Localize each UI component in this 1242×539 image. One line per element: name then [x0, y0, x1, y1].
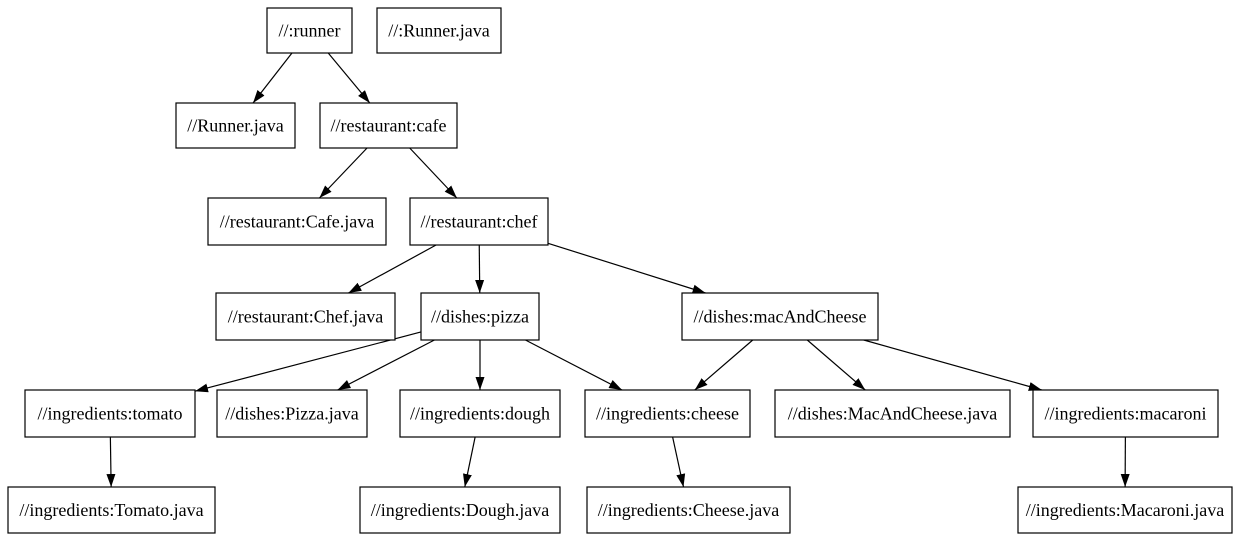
node-box-runner	[266, 7, 353, 54]
node-box-root-runner-java	[376, 7, 502, 54]
edge-dough-to-dough-java	[462, 436, 476, 488]
node-box-dough	[399, 389, 561, 438]
edge-chef-to-chef-java	[348, 244, 437, 294]
node-box-macaroni	[1032, 389, 1219, 438]
node-pizza: //dishes:pizza	[420, 292, 540, 341]
edge-pizza-to-tomato	[194, 331, 422, 393]
node-dough-java: //ingredients:Dough.java	[359, 486, 561, 534]
node-box-pizza-java	[216, 389, 368, 438]
edge-mac-and-cheese-to-cheese	[694, 339, 754, 391]
edge-chef-to-mac-and-cheese	[547, 242, 706, 294]
edge-runner-to-runner-java	[252, 52, 293, 104]
node-macaroni-java: //ingredients:Macaroni.java	[1017, 486, 1233, 534]
node-box-cafe	[319, 102, 458, 149]
node-label-macaroni-java: //ingredients:Macaroni.java	[1026, 500, 1224, 520]
node-box-chef-java	[215, 292, 396, 341]
node-label-cafe: //restaurant:cafe	[331, 116, 447, 136]
node-tomato-java: //ingredients:Tomato.java	[7, 486, 216, 534]
node-box-cheese	[584, 389, 751, 438]
node-mac-and-cheese: //dishes:macAndCheese	[681, 292, 879, 341]
edge-cafe-to-cafe-java	[318, 147, 368, 199]
node-box-runner-java	[175, 102, 296, 149]
node-label-mac-and-cheese: //dishes:macAndCheese	[694, 307, 867, 327]
edge-pizza-to-cheese	[525, 339, 623, 391]
node-label-pizza-java: //dishes:Pizza.java	[225, 404, 358, 424]
node-runner-java: //Runner.java	[175, 102, 296, 149]
node-label-runner-java: //Runner.java	[187, 116, 283, 136]
node-box-tomato	[24, 389, 196, 438]
node-macaroni: //ingredients:macaroni	[1032, 389, 1219, 438]
edge-tomato-to-tomato-java	[106, 436, 116, 488]
edge-mac-and-cheese-to-macaroni	[863, 339, 1042, 391]
edge-cheese-to-cheese-java	[672, 436, 686, 488]
node-label-dough: //ingredients:dough	[410, 404, 550, 424]
node-pizza-java: //dishes:Pizza.java	[216, 389, 368, 438]
node-label-chef: //restaurant:chef	[421, 212, 538, 232]
edge-runner-to-cafe	[327, 52, 371, 104]
node-label-tomato-java: //ingredients:Tomato.java	[19, 500, 203, 520]
node-box-cafe-java	[207, 197, 387, 246]
edge-mac-and-cheese-to-mac-and-cheese-java	[806, 339, 866, 391]
node-chef-java: //restaurant:Chef.java	[215, 292, 396, 341]
node-cheese: //ingredients:cheese	[584, 389, 751, 438]
node-label-cheese: //ingredients:cheese	[596, 404, 739, 424]
node-cheese-java: //ingredients:Cheese.java	[586, 486, 791, 534]
node-label-chef-java: //restaurant:Chef.java	[228, 307, 383, 327]
edge-chef-to-pizza	[475, 244, 485, 294]
edge-pizza-to-pizza-java	[337, 339, 435, 391]
node-cafe-java: //restaurant:Cafe.java	[207, 197, 387, 246]
node-box-mac-and-cheese	[681, 292, 879, 341]
node-root-runner-java: //:Runner.java	[376, 7, 502, 54]
edge-cafe-to-chef	[409, 147, 458, 199]
node-box-chef	[409, 197, 549, 246]
node-box-macaroni-java	[1017, 486, 1233, 534]
node-chef: //restaurant:chef	[409, 197, 549, 246]
node-label-runner: //:runner	[279, 21, 341, 41]
node-label-cafe-java: //restaurant:Cafe.java	[220, 212, 374, 232]
node-box-mac-and-cheese-java	[774, 389, 1011, 438]
node-box-pizza	[420, 292, 540, 341]
node-box-tomato-java	[7, 486, 216, 534]
node-label-root-runner-java: //:Runner.java	[388, 21, 489, 41]
node-label-pizza: //dishes:pizza	[431, 307, 529, 327]
node-label-macaroni: //ingredients:macaroni	[1045, 404, 1207, 424]
node-label-dough-java: //ingredients:Dough.java	[371, 500, 549, 520]
node-box-dough-java	[359, 486, 561, 534]
node-box-cheese-java	[586, 486, 791, 534]
node-dough: //ingredients:dough	[399, 389, 561, 438]
node-runner: //:runner	[266, 7, 353, 54]
node-mac-and-cheese-java: //dishes:MacAndCheese.java	[774, 389, 1011, 438]
node-label-tomato: //ingredients:tomato	[38, 404, 183, 424]
node-label-cheese-java: //ingredients:Cheese.java	[598, 500, 779, 520]
node-tomato: //ingredients:tomato	[24, 389, 196, 438]
node-label-mac-and-cheese-java: //dishes:MacAndCheese.java	[788, 404, 997, 424]
node-cafe: //restaurant:cafe	[319, 102, 458, 149]
